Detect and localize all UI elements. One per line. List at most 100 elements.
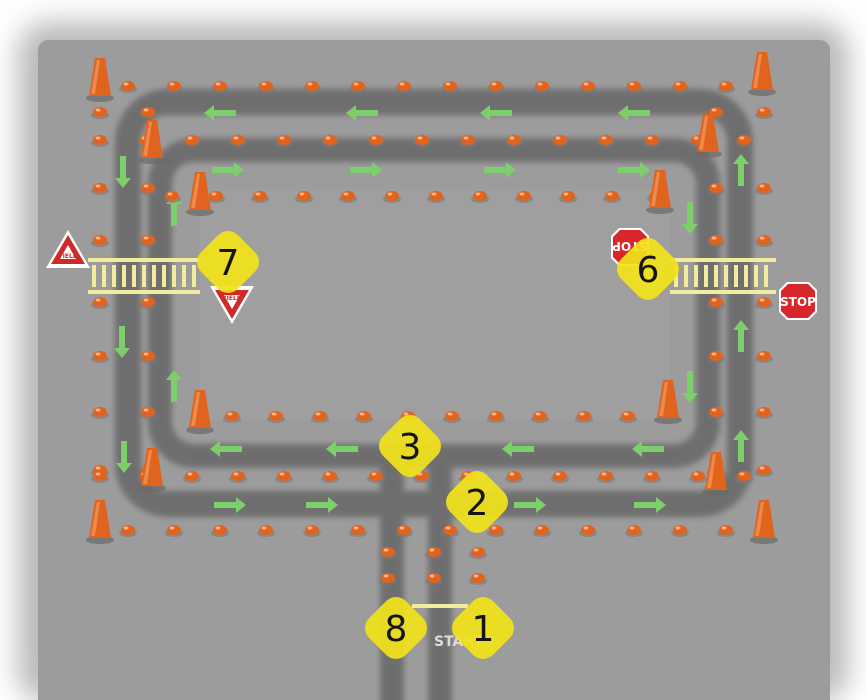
direction-arrow: [682, 202, 698, 234]
cone-dot: [755, 407, 773, 419]
cone-dot: [163, 191, 181, 203]
cone-dot: [275, 135, 293, 147]
marker-label: 8: [385, 609, 408, 650]
cone-dot: [267, 411, 285, 423]
traffic-cones: [86, 52, 778, 544]
cone-dot: [443, 411, 461, 423]
cone-dot: [717, 525, 735, 537]
crosswalk-right: [670, 258, 776, 294]
cone-dot: [755, 183, 773, 195]
cone-dot: [531, 411, 549, 423]
yield-sign-left: YIELD: [46, 230, 90, 268]
crosswalk-bar: [92, 265, 96, 287]
cone-dot: [229, 471, 247, 483]
cone-dot: [597, 471, 615, 483]
cone-dot: [321, 471, 339, 483]
cone-dot: [689, 471, 707, 483]
direction-arrow: [115, 156, 131, 188]
cone-dot: [619, 411, 637, 423]
marker-label: 3: [399, 427, 422, 468]
traffic-cone: [86, 500, 114, 544]
cone-dot: [395, 525, 413, 537]
cone-dot: [257, 525, 275, 537]
traffic-cone: [138, 120, 166, 164]
cone-dot: [139, 297, 157, 309]
direction-arrow: [480, 105, 512, 121]
direction-arrow: [733, 320, 749, 352]
direction-arrow: [634, 497, 666, 513]
cone-dot: [367, 471, 385, 483]
crosswalk-bar: [172, 265, 176, 287]
cone-dot: [91, 235, 109, 247]
marker-label: 2: [466, 483, 489, 524]
yield-sign-bottom-text: YIELD: [221, 295, 241, 302]
cone-dot: [603, 191, 621, 203]
cone-dot: [413, 135, 431, 147]
direction-arrow: [114, 326, 130, 358]
cone-dot: [625, 525, 643, 537]
traffic-cone: [186, 390, 214, 434]
cone-dot: [139, 235, 157, 247]
direction-arrow: [618, 162, 650, 178]
cone-dot: [441, 81, 459, 93]
cone-dot: [379, 547, 397, 559]
direction-arrows: [114, 105, 749, 513]
cone-dot: [91, 183, 109, 195]
traffic-cone: [750, 500, 778, 544]
cone-dot: [295, 191, 313, 203]
cone-dot: [469, 573, 487, 585]
cone-dot: [303, 525, 321, 537]
cone-dot: [91, 297, 109, 309]
traffic-cone: [646, 170, 674, 214]
marker-2: 2: [446, 471, 508, 533]
crosswalk-left: [88, 258, 200, 294]
traffic-cone: [186, 172, 214, 216]
cone-dot: [643, 135, 661, 147]
traffic-cone: [694, 114, 722, 158]
direction-arrow: [514, 497, 546, 513]
cone-dot: [625, 81, 643, 93]
cone-dot: [349, 525, 367, 537]
cone-dot: [139, 351, 157, 363]
cone-dot: [91, 107, 109, 119]
crosswalk-bar: [724, 265, 728, 287]
cone-dot: [471, 191, 489, 203]
cone-dot: [211, 525, 229, 537]
cone-dot: [229, 135, 247, 147]
cone-dot: [211, 81, 229, 93]
cone-dot: [755, 107, 773, 119]
direction-arrow: [204, 105, 236, 121]
crosswalk-bar: [734, 265, 738, 287]
cone-dot: [165, 525, 183, 537]
cone-dot: [643, 471, 661, 483]
cone-dot: [487, 411, 505, 423]
direction-arrow: [682, 371, 698, 403]
direction-arrow: [326, 441, 358, 457]
cone-dot: [707, 407, 725, 419]
cone-dot: [707, 297, 725, 309]
crosswalk-bar: [152, 265, 156, 287]
cone-dot: [321, 135, 339, 147]
direction-arrow: [214, 497, 246, 513]
cone-dot: [91, 351, 109, 363]
cone-dot: [469, 547, 487, 559]
marker-label: 6: [637, 250, 660, 291]
marker-label: 1: [472, 609, 495, 650]
direction-arrow: [632, 441, 664, 457]
crosswalk-bar: [182, 265, 186, 287]
direction-arrow: [166, 370, 182, 402]
marker-1: 1: [452, 597, 514, 659]
cone-dot: [275, 471, 293, 483]
cone-dot: [707, 183, 725, 195]
traffic-cone: [748, 52, 776, 96]
cone-dot: [349, 81, 367, 93]
crosswalk-bar: [764, 265, 768, 287]
direction-arrow: [346, 105, 378, 121]
cone-dot: [91, 471, 109, 483]
direction-arrow: [116, 441, 132, 473]
cone-dot: [505, 471, 523, 483]
cone-dot: [91, 407, 109, 419]
direction-arrow: [350, 162, 382, 178]
crosswalk-bar: [684, 265, 688, 287]
